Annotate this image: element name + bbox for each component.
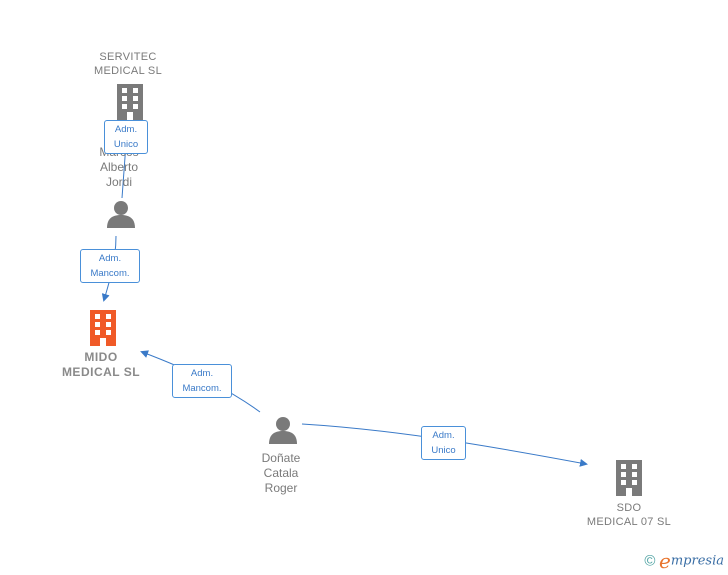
relation-label: Adm. Unico	[104, 120, 148, 154]
servitec-label[interactable]: SERVITEC MEDICAL SL	[93, 51, 162, 77]
building-icon[interactable]	[614, 460, 644, 496]
footer-brand: © empresia	[644, 549, 724, 573]
person-icon[interactable]	[107, 200, 135, 228]
brand-logo-text: mpresia	[670, 553, 724, 569]
brand-logo-initial: e	[659, 549, 671, 573]
building-icon-main[interactable]	[88, 310, 118, 346]
mido-label[interactable]: MIDO MEDICAL SL	[61, 350, 141, 379]
person2-label[interactable]: Doñate Catala Roger	[261, 451, 301, 495]
relation-label: Adm. Mancom.	[172, 364, 232, 398]
relation-label: Adm. Mancom.	[80, 249, 140, 283]
person-icon[interactable]	[269, 416, 297, 444]
building-icon[interactable]	[115, 84, 145, 120]
sdo-label[interactable]: SDO MEDICAL 07 SL	[586, 502, 672, 528]
copyright-icon: ©	[644, 552, 656, 570]
relation-label: Adm. Unico	[421, 426, 466, 460]
